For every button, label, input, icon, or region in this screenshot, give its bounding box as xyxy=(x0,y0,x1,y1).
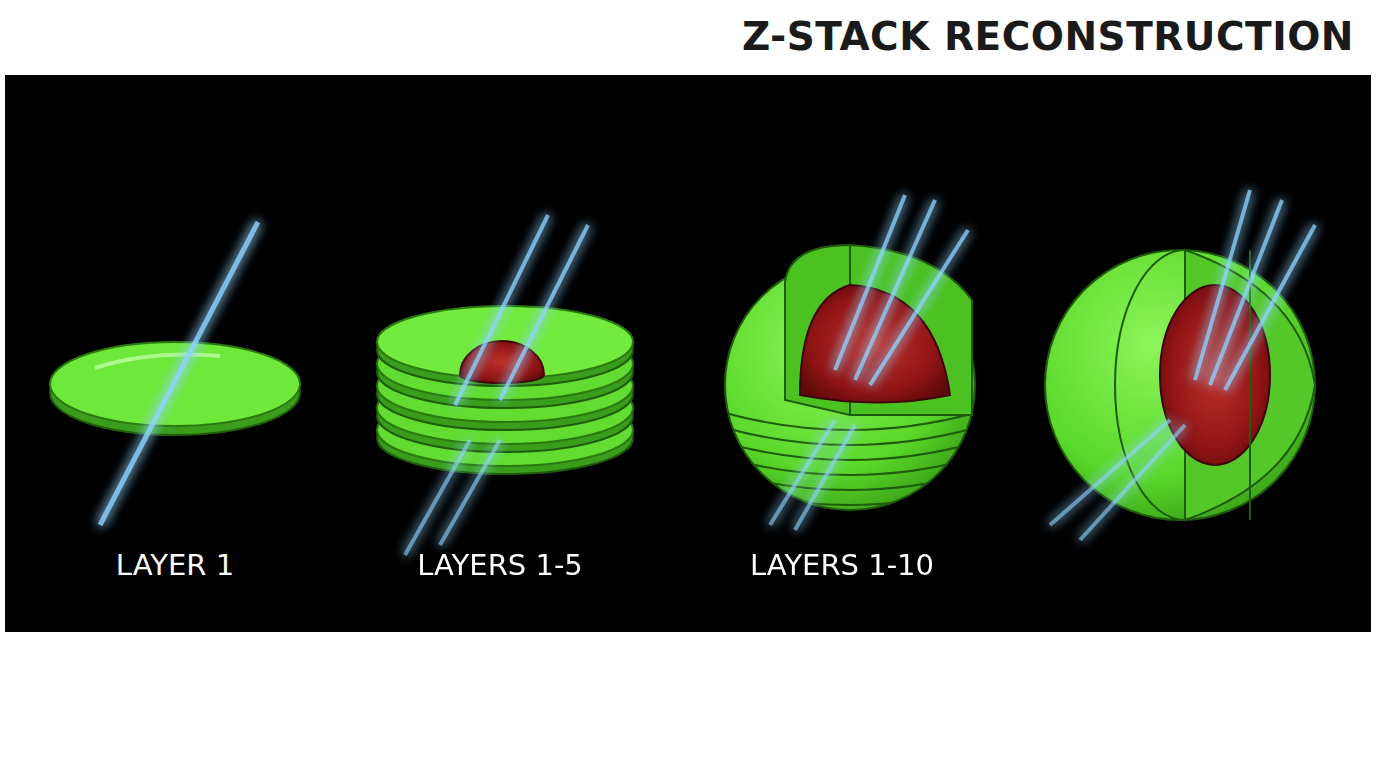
dark-panel xyxy=(5,75,1371,632)
laser-beams xyxy=(1050,190,1315,540)
laser-beams xyxy=(405,215,588,555)
layer-label: LAYERS 1-10 xyxy=(682,548,1002,582)
laser-beams xyxy=(770,195,968,530)
layer-label: LAYER 1 xyxy=(15,548,335,582)
diagram-title: Z-STACK RECONSTRUCTION xyxy=(742,14,1354,59)
reconstructed-sphere xyxy=(1045,250,1315,520)
single-layer-disk xyxy=(50,342,300,435)
laser-beam xyxy=(100,222,258,525)
layer-label: LAYERS 1-5 xyxy=(340,548,660,582)
partial-sphere-stack xyxy=(715,245,985,520)
